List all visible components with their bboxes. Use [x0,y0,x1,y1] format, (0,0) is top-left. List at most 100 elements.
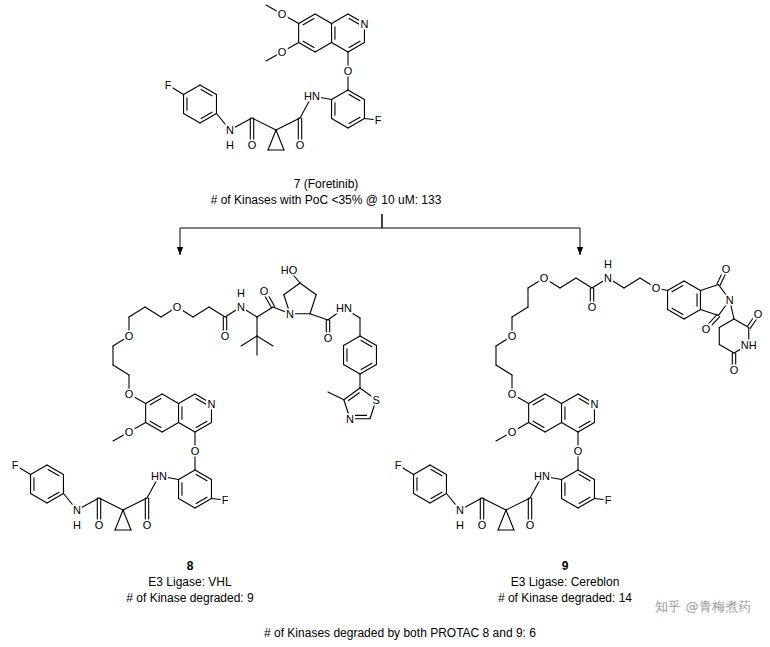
atom-label: N [345,413,355,424]
bond-line [684,310,700,320]
bond-line [123,498,147,510]
bond-line [359,318,360,336]
caption-block: 8E3 Ligase: VHL# of Kinase degraded: 9 [40,558,340,606]
label-holder: F [11,460,20,471]
atom-label: N [206,398,216,409]
label-holder: O [259,286,270,297]
bond-line [334,103,335,116]
atom-label: HN [303,91,321,102]
compound-caption: # of Kinase degraded: 9 [40,590,340,606]
reaction-arrow [180,214,382,255]
label-holder: O [142,520,153,531]
bond-line [416,478,417,491]
label-holder: O [124,389,135,400]
bond-line [298,24,299,43]
bond-line [579,475,590,481]
bond-line [349,95,360,101]
bond-line [564,483,565,496]
bond-line [115,510,123,530]
bond-line [579,497,590,503]
label-holder: HN [150,471,168,482]
bond-line [31,494,47,504]
bond-line [145,404,146,423]
bond-line [201,112,212,118]
bond-line [344,388,360,400]
bond-line [684,281,700,291]
bond-line [201,90,212,96]
label-holder: H [72,520,82,531]
atom-label: O [124,389,135,400]
bond-line [719,319,734,328]
bond-line [359,374,360,388]
bond-line [562,394,578,404]
label-holder: N [345,413,355,424]
atom-label: H [603,259,613,270]
atom-label: O [573,446,584,457]
label-holder: N [589,398,599,409]
bond-line [256,317,257,336]
bond-line [560,278,576,288]
atom-label: N [725,295,735,306]
bond-line [241,336,257,346]
bond-line [332,14,348,24]
label-holder: O [507,389,518,400]
bond-line [579,421,590,427]
bond-line [331,100,332,119]
atom-label: HO [280,265,299,276]
bond-line [344,365,360,375]
bond-line [364,100,365,119]
label-holder: H [603,259,613,270]
bond-line [700,285,718,291]
bond-line [115,529,131,530]
bond-line [184,85,200,95]
bond-line [276,130,284,150]
bond-line [179,394,195,404]
bond-line [498,510,506,530]
label-holder: F [374,115,383,126]
compound-caption: 8 [40,558,340,574]
bond-line [482,498,506,510]
label-holder: H [455,520,465,531]
atom-label: F [374,115,383,126]
atom-label: H [455,520,465,531]
label-holder: NH [740,339,758,350]
label-holder: O [124,427,135,438]
label-holder: O [539,273,550,284]
bond-line [181,483,182,496]
atom-label: O [259,286,270,297]
bond-line [48,492,59,498]
bond-line [528,404,529,423]
bond-line [361,363,372,369]
bond-line [431,470,442,476]
bond-line [179,499,195,509]
bond-line [332,43,348,53]
bond-line [561,404,562,423]
label-holder: F [394,460,403,471]
atom-label: O [507,331,518,342]
bond-line [276,118,300,130]
bond-line [349,393,360,401]
bond-line [349,41,360,47]
label-holder: O [753,309,764,320]
atom-label: H [225,140,235,151]
bond-line [252,118,276,130]
bond-line [414,465,430,475]
bond-line [178,480,179,499]
bond-line [209,307,225,317]
bond-line [506,510,514,530]
compound-panel: 9E3 Ligase: Cereblon# of Kinase degraded… [392,255,765,612]
bond-line [562,470,578,480]
atom-label: HN [150,471,168,482]
label-holder: N [603,273,613,284]
bond-line [594,480,595,499]
bond-line [186,98,187,111]
label-holder: O [124,331,135,342]
bond-line [145,307,161,317]
atom-label: F [604,495,613,506]
atom-label: O [701,324,712,335]
bond-line [196,399,207,405]
label-holder: N [225,125,235,136]
atom-label: O [142,520,153,531]
atom-label: F [11,460,20,471]
bond-line [667,291,668,310]
